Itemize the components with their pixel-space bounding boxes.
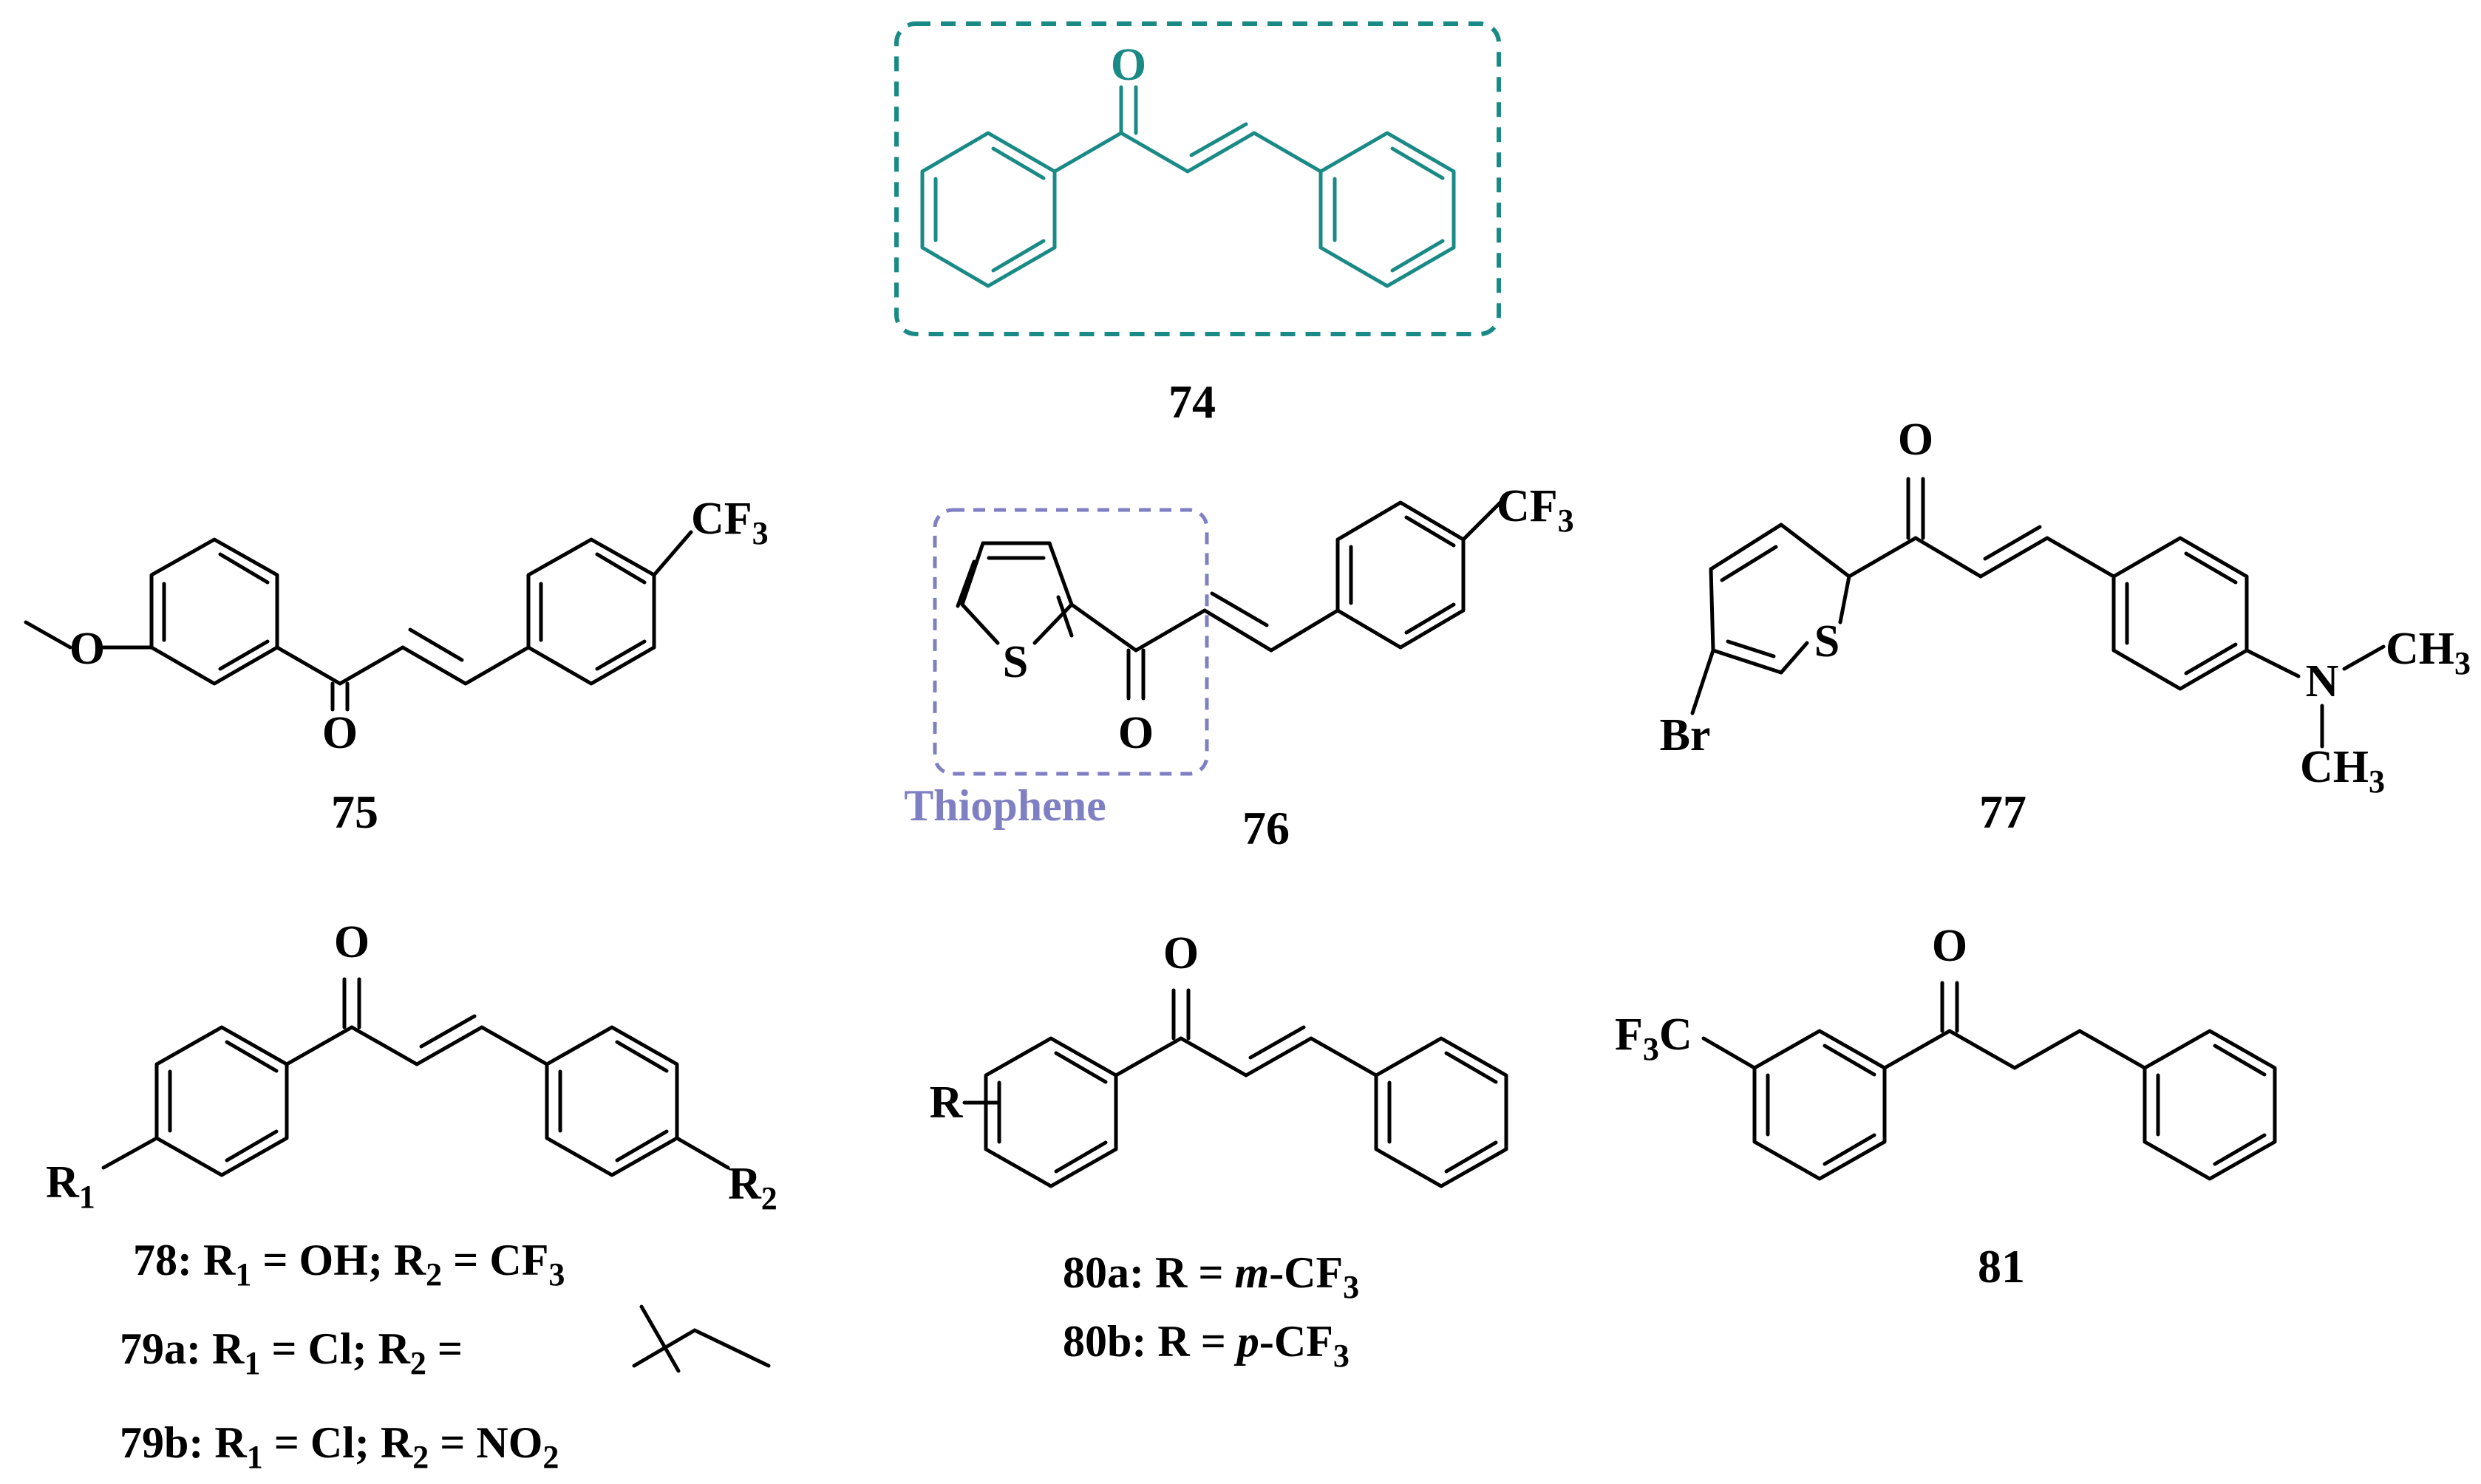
r-substituent-80: R (930, 1078, 964, 1128)
compound-76: S O CF3 Thiophene 76 (904, 481, 1573, 854)
thiophene-label: Thiophene (904, 781, 1106, 830)
nitrogen-77: N (2306, 656, 2339, 707)
compound-78-79: R1 O R2 78: R1 = OH; R2 = CF3 79a: R1 = … (46, 917, 777, 1475)
sulfur-76: S (1003, 637, 1028, 687)
compound-81: F3C O 81 (1615, 921, 2277, 1293)
bromine-77: Br (1660, 710, 1711, 760)
sulfur-77: S (1814, 616, 1840, 667)
r2-substituent: R2 (728, 1159, 777, 1216)
cf3-group-75: CF3 (691, 494, 769, 551)
cf3-group-76: CF3 (1497, 481, 1574, 539)
highlight-box-74 (894, 21, 1501, 336)
caption-78: 78: R1 = OH; R2 = CF3 (133, 1236, 565, 1293)
caption-80b: 80b: R = p-CF3 (1063, 1317, 1350, 1374)
compound-label-77: 77 (1979, 786, 2026, 838)
compound-label-76: 76 (1242, 802, 1290, 854)
cf3-group-81: F3C (1615, 1010, 1692, 1067)
oxygen-carbonyl-76: O (1118, 708, 1154, 758)
oxygen-carbonyl-80: O (1163, 928, 1199, 978)
oxygen-methoxy-75: O (69, 624, 105, 674)
compound-label-81: 81 (1978, 1240, 2025, 1293)
caption-79a: 79a: R1 = Cl; R2 = (120, 1324, 463, 1381)
compound-77: S Br O N CH3 CH3 77 (1660, 415, 2471, 838)
caption-80a: 80a: R = m-CF3 (1063, 1248, 1359, 1305)
r1-substituent: R1 (46, 1157, 95, 1215)
oxygen-carbonyl-75: O (322, 708, 358, 758)
compound-74: O 74 (894, 21, 1501, 428)
oxygen-74: O (1111, 40, 1146, 90)
oxygen-carbonyl-77: O (1898, 415, 1933, 465)
compound-80: R O 80a: R = m-CF3 80b: R = p-CF3 (930, 928, 1508, 1374)
compound-label-74: 74 (1168, 375, 1216, 428)
oxygen-carbonyl-78: O (334, 917, 370, 967)
ethyl-fragment-79a (632, 1304, 771, 1373)
compound-75: O O CF3 75 (24, 494, 769, 838)
methyl-top-77: CH3 (2386, 624, 2471, 681)
compound-label-75: 75 (331, 786, 378, 838)
caption-79b: 79b: R1 = Cl; R2 = NO2 (120, 1418, 559, 1475)
thiophene-highlight-box (933, 508, 1209, 776)
methyl-bottom-77: CH3 (2300, 742, 2385, 800)
oxygen-carbonyl-81: O (1932, 921, 1967, 971)
